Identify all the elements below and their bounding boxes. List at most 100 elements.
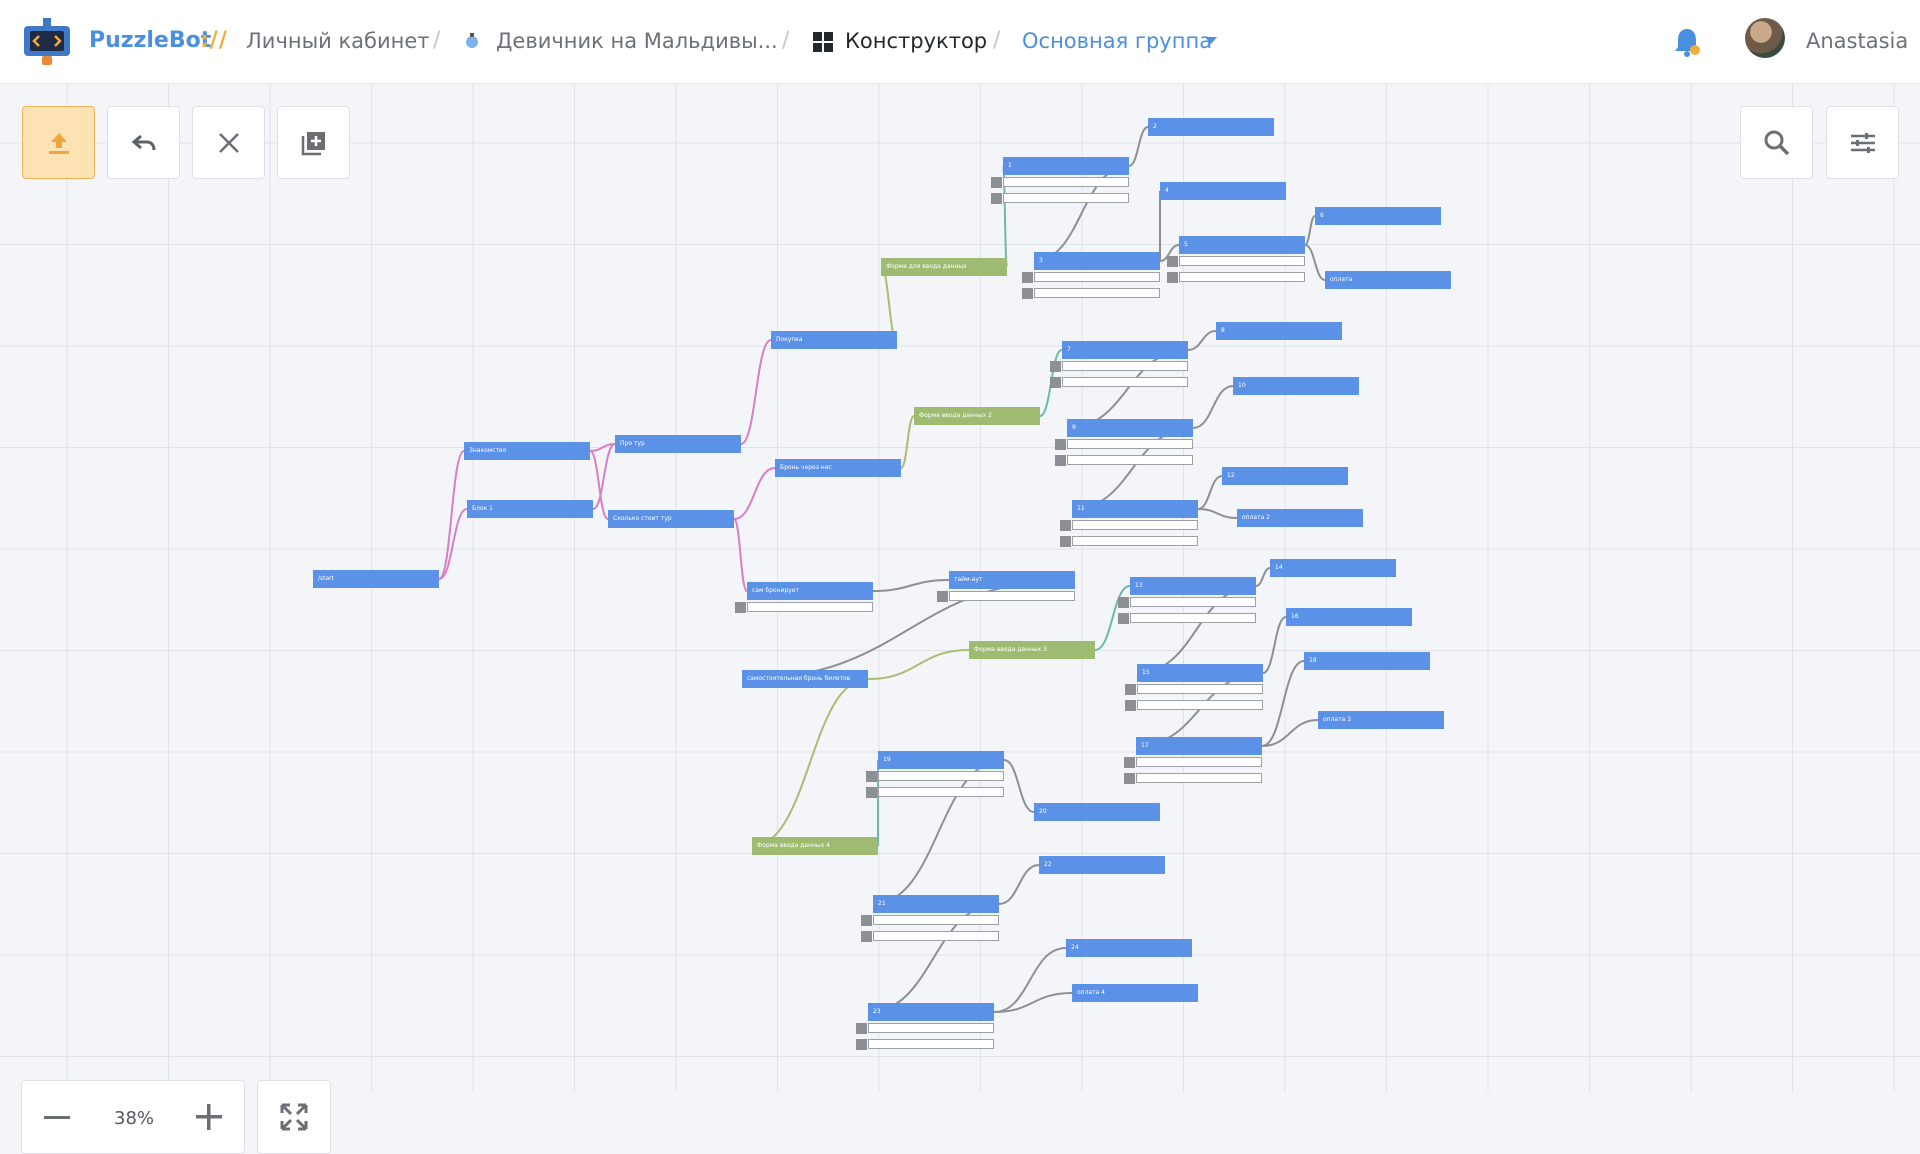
connection-port[interactable]	[1125, 684, 1136, 695]
flow-node-button-row[interactable]	[1137, 700, 1263, 710]
connection-port[interactable]	[1060, 520, 1071, 531]
connection-port[interactable]	[1167, 272, 1178, 283]
flow-node-znak[interactable]: Знакомство	[464, 442, 590, 460]
flow-node-button-row[interactable]	[1067, 455, 1193, 465]
flow-node-forma4[interactable]: Форма ввода данных 4	[752, 837, 878, 855]
connection-port[interactable]	[866, 787, 877, 798]
flow-node-pokupka[interactable]: Покупка	[771, 331, 897, 349]
flow-node-blok1[interactable]: Блок 1	[467, 500, 593, 518]
flow-node-button-row[interactable]	[1003, 193, 1129, 203]
flow-node-forma2[interactable]: Форма ввода данных 2	[914, 407, 1040, 425]
flow-node-n18[interactable]: 18	[1304, 652, 1430, 670]
flow-node-button-row[interactable]	[873, 915, 999, 925]
flow-node-protur[interactable]: Про тур	[615, 435, 741, 453]
search-button[interactable]	[1740, 106, 1813, 179]
flow-node-n12[interactable]: 12	[1222, 467, 1348, 485]
flow-node-button-row[interactable]	[1137, 684, 1263, 694]
flow-node-button-row[interactable]	[949, 591, 1075, 601]
flow-node-n8[interactable]: 8	[1216, 322, 1342, 340]
flow-node-n22[interactable]: 22	[1039, 856, 1165, 874]
connection-port[interactable]	[991, 193, 1002, 204]
flow-node-button-row[interactable]	[1067, 439, 1193, 449]
connection-port[interactable]	[1050, 361, 1061, 372]
connection-port[interactable]	[1055, 455, 1066, 466]
flow-node-forma3[interactable]: Форма ввода данных 3	[969, 641, 1095, 659]
flow-node-n16[interactable]: 16	[1286, 608, 1412, 626]
connection-port[interactable]	[1125, 700, 1136, 711]
connection-port[interactable]	[856, 1023, 867, 1034]
breadcrumb-bot[interactable]: Девичник на Мальдивы...	[496, 29, 778, 53]
flow-node-button-row[interactable]	[1130, 613, 1256, 623]
flow-node-n10[interactable]: 10	[1233, 377, 1359, 395]
connection-port[interactable]	[866, 771, 877, 782]
flow-node-button-row[interactable]	[1034, 288, 1160, 298]
flow-node-n6[interactable]: 6	[1315, 207, 1441, 225]
connection-port[interactable]	[861, 915, 872, 926]
flow-node-button-row[interactable]	[868, 1023, 994, 1033]
connection-port[interactable]	[1022, 272, 1033, 283]
breadcrumb-account[interactable]: Личный кабинет	[246, 29, 430, 53]
zoom-in-icon[interactable]	[194, 1102, 224, 1132]
undo-button[interactable]	[107, 106, 180, 179]
brand-name[interactable]: PuzzleBot	[89, 28, 212, 53]
zoom-out-icon[interactable]	[42, 1107, 72, 1127]
flow-node-n1[interactable]: 1	[991, 157, 1129, 204]
flow-node-n15[interactable]: 15	[1125, 664, 1263, 711]
flow-node-opl2[interactable]: оплата 2	[1237, 509, 1363, 527]
flow-node-n7[interactable]: 7	[1050, 341, 1188, 388]
connection-port[interactable]	[991, 177, 1002, 188]
connection-port[interactable]	[735, 602, 746, 613]
connection-port[interactable]	[1124, 757, 1135, 768]
flow-node-opl3[interactable]: оплата 3	[1318, 711, 1444, 729]
flow-node-n5[interactable]: 5	[1167, 236, 1305, 283]
flow-node-n2[interactable]: 2	[1148, 118, 1274, 136]
flow-node-button-row[interactable]	[1130, 597, 1256, 607]
flow-node-n9[interactable]: 9	[1055, 419, 1193, 466]
flow-node-button-row[interactable]	[1034, 272, 1160, 282]
flow-node-button-row[interactable]	[1072, 536, 1198, 546]
close-button[interactable]	[192, 106, 265, 179]
flow-node-button-row[interactable]	[1179, 256, 1305, 266]
flow-node-n3[interactable]: 3	[1022, 252, 1160, 299]
breadcrumb-constructor[interactable]: Конструктор	[845, 29, 988, 53]
add-block-button[interactable]	[277, 106, 350, 179]
connection-port[interactable]	[1055, 439, 1066, 450]
flow-node-button-row[interactable]	[868, 1039, 994, 1049]
flow-node-samost[interactable]: самостоятельная бронь билетов	[742, 670, 868, 688]
upload-button[interactable]	[22, 106, 95, 179]
avatar[interactable]	[1745, 18, 1785, 58]
flow-node-n14[interactable]: 14	[1270, 559, 1396, 577]
flow-node-opl4[interactable]: оплата 4	[1072, 984, 1198, 1002]
flow-node-button-row[interactable]	[1003, 177, 1129, 187]
flow-node-n19[interactable]: 19	[866, 751, 1004, 798]
flow-node-n23[interactable]: 23	[856, 1003, 994, 1050]
flow-node-button-row[interactable]	[878, 771, 1004, 781]
connection-port[interactable]	[1167, 256, 1178, 267]
connection-port[interactable]	[937, 591, 948, 602]
user-name[interactable]: Anastasia	[1806, 29, 1909, 53]
connection-port[interactable]	[1060, 536, 1071, 547]
flow-node-button-row[interactable]	[1072, 520, 1198, 530]
flow-node-opl1[interactable]: оплата	[1325, 271, 1451, 289]
connection-port[interactable]	[1050, 377, 1061, 388]
flow-node-button-row[interactable]	[878, 787, 1004, 797]
chevron-down-icon[interactable]	[1205, 37, 1217, 44]
flow-node-n17[interactable]: 17	[1124, 737, 1262, 784]
flow-node-n20[interactable]: 20	[1034, 803, 1160, 821]
flow-node-button-row[interactable]	[1136, 773, 1262, 783]
puzzlebot-logo-icon[interactable]	[24, 16, 70, 66]
flow-node-button-row[interactable]	[1062, 377, 1188, 387]
connection-port[interactable]	[1124, 773, 1135, 784]
flow-node-n4[interactable]: 4	[1160, 182, 1286, 200]
fit-screen-button[interactable]	[257, 1080, 331, 1154]
flow-node-button-row[interactable]	[747, 602, 873, 612]
bell-icon[interactable]	[1672, 26, 1702, 58]
flow-node-button-row[interactable]	[1062, 361, 1188, 371]
group-selector[interactable]: Основная группа	[1022, 29, 1213, 53]
flow-node-n13[interactable]: 13	[1118, 577, 1256, 624]
connection-port[interactable]	[861, 931, 872, 942]
flow-node-forma1[interactable]: Форма для ввода данных	[881, 258, 1007, 276]
flow-node-button-row[interactable]	[1136, 757, 1262, 767]
connection-port[interactable]	[1022, 288, 1033, 299]
